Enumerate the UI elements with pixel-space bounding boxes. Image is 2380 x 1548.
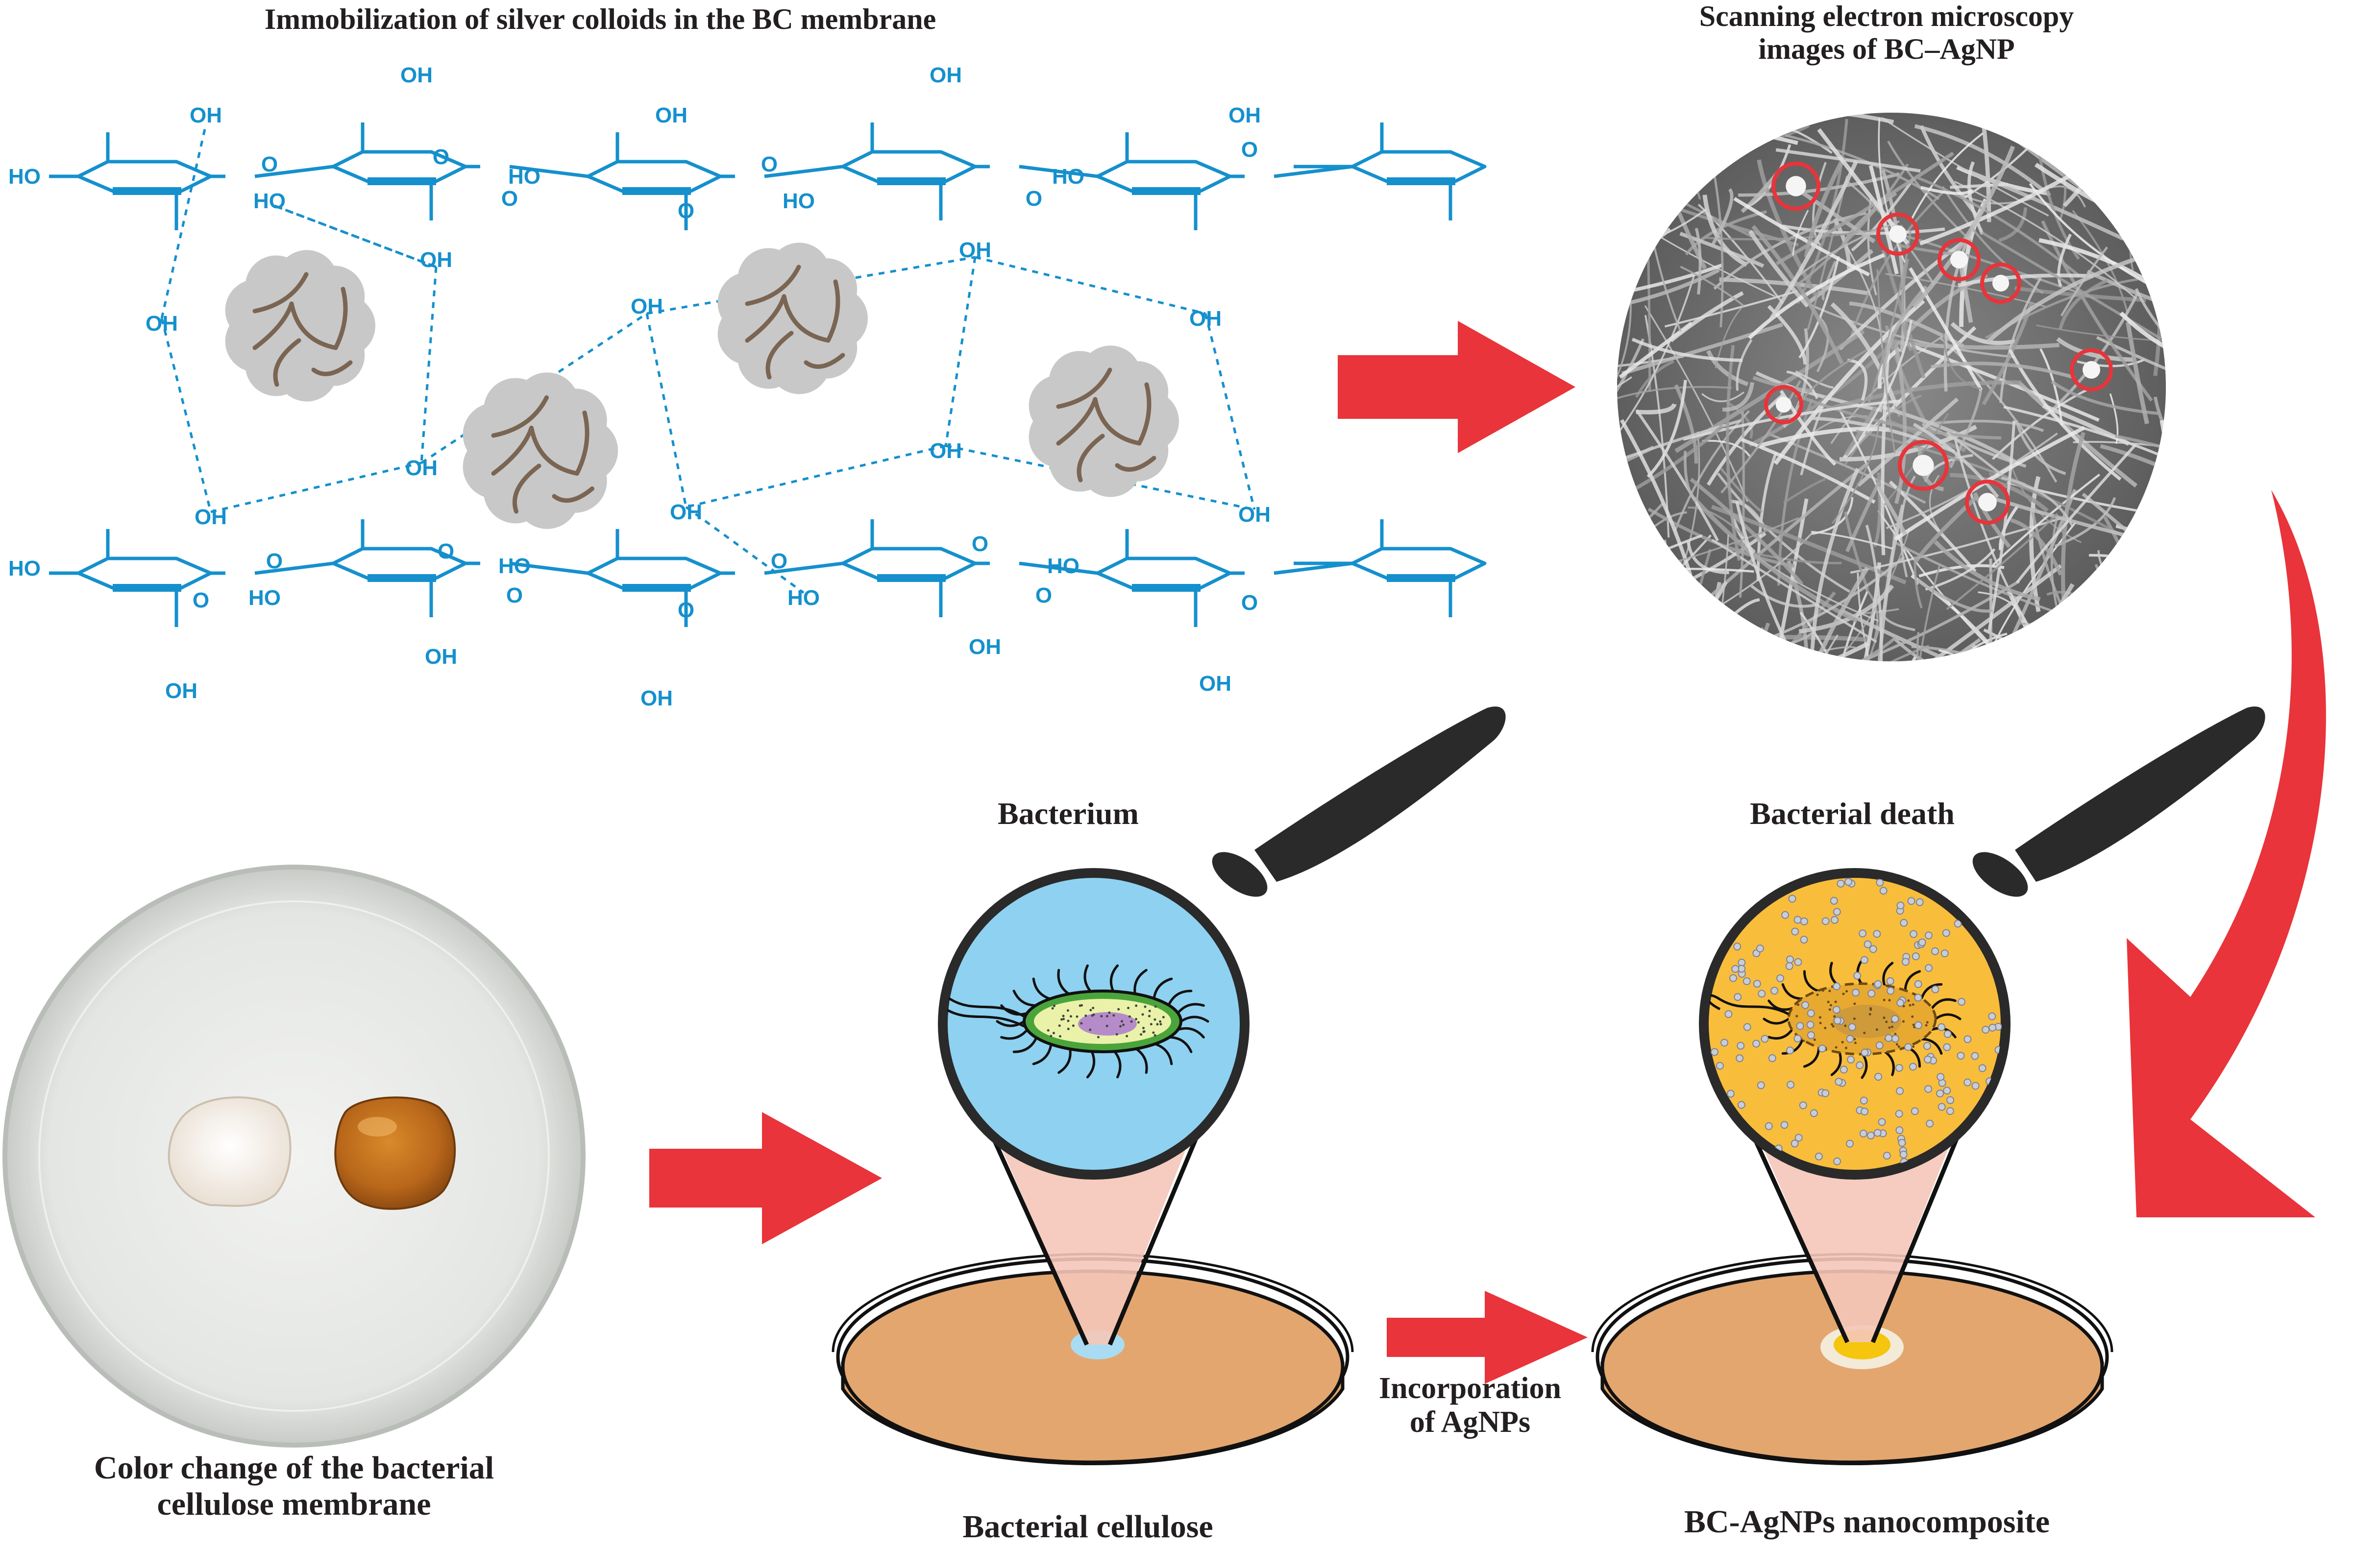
nanoparticle-marker xyxy=(1898,440,1949,491)
nanoparticle-marker xyxy=(1938,238,1981,281)
hydroxyl-label: HO xyxy=(1047,554,1080,578)
arrow-right-middle xyxy=(649,1112,882,1244)
hydroxyl-label: OH xyxy=(655,103,687,127)
magnifier-handle xyxy=(1254,706,1506,882)
incorporation-line1: Incorporation xyxy=(1379,1372,1561,1405)
hydroxyl-label: OH xyxy=(146,312,178,336)
cellulose-chain-lower xyxy=(49,519,1487,627)
hydroxyl-label: HO xyxy=(783,189,815,213)
arrow-right-bottom xyxy=(1387,1291,1588,1384)
hydroxyl-label: OH xyxy=(405,456,438,480)
hydroxyl-label: OH xyxy=(631,294,663,318)
silver-colloid xyxy=(463,372,618,529)
hydroxyl-label: HO xyxy=(1052,165,1084,189)
incorporation-label: Incorporation of AgNPs xyxy=(1343,1372,1597,1440)
oxygen-atom-label: O xyxy=(438,539,454,563)
silver-colloids xyxy=(225,242,1179,529)
oxygen-atom-label: O xyxy=(261,152,278,176)
nanoparticle-marker xyxy=(2070,348,2113,391)
petri-dish-photo xyxy=(2,865,586,1448)
nanoparticle-marker xyxy=(1876,213,1919,256)
oxygen-atom-label: O xyxy=(266,549,283,573)
nanoparticle-marker xyxy=(1771,162,1820,211)
hydroxyl-label: HO xyxy=(248,586,281,610)
hydroxyl-label: HO xyxy=(253,189,286,213)
hydroxyl-label: OH xyxy=(1189,307,1222,331)
oxygen-atom-label: O xyxy=(506,583,523,607)
nanoparticle-marker xyxy=(1980,263,2021,304)
incorporation-line2: of AgNPs xyxy=(1409,1405,1531,1439)
bacterium-label: Bacterium xyxy=(998,796,1139,831)
color-change-line2: cellulose membrane xyxy=(157,1486,431,1522)
hydroxyl-label: HO xyxy=(508,165,540,189)
silver-colloid xyxy=(717,242,868,394)
oxygen-atom-label: O xyxy=(1035,583,1052,607)
hydroxyl-label: OH xyxy=(930,439,962,463)
bacterial-death-label: Bacterial death xyxy=(1750,796,1955,831)
sem-title-line1: Scanning electron microscopy xyxy=(1699,0,2074,32)
oxygen-atom-label: O xyxy=(678,598,694,622)
bc-dish xyxy=(832,1253,1354,1466)
magnifier-bacterium xyxy=(938,706,1506,1180)
sem-title: Scanning electron microscopy images of B… xyxy=(1578,0,2195,66)
bc-membrane-white xyxy=(168,1096,292,1207)
oxygen-atom-label: O xyxy=(433,145,449,169)
arrow-curved-down xyxy=(2127,490,2326,1217)
hydroxyl-label: OH xyxy=(400,63,433,87)
oxygen-atom-label: O xyxy=(1241,138,1258,162)
hydroxyl-label: HO xyxy=(8,165,41,189)
hydroxyl-label: OH xyxy=(1238,503,1271,527)
oxygen-atom-label: O xyxy=(1241,591,1258,615)
hydroxyl-label: OH xyxy=(930,63,962,87)
hydroxyl-label: OH xyxy=(969,635,1001,659)
bacterial-cellulose-label: Bacterial cellulose xyxy=(962,1509,1213,1545)
nanoparticle-marker xyxy=(1965,480,2010,525)
hydroxyl-label: OH xyxy=(425,645,457,669)
color-change-caption: Color change of the bacterial cellulose … xyxy=(0,1450,588,1523)
nanocomposite-label: BC-AgNPs nanocomposite xyxy=(1684,1504,2050,1540)
hydroxyl-label: OH xyxy=(420,248,452,272)
cellulose-chain-upper xyxy=(49,122,1487,230)
silver-colloid xyxy=(1029,345,1179,497)
nanocomposite-dish xyxy=(1591,1253,2113,1466)
immobilization-title: Immobilization of silver colloids in the… xyxy=(264,3,936,35)
oxygen-atom-label: O xyxy=(771,549,787,573)
hydroxyl-label: OH xyxy=(1228,103,1261,127)
oxygen-atom-label: O xyxy=(1026,187,1042,211)
hydroxyl-label: OH xyxy=(959,238,991,262)
magnifier-death xyxy=(1699,706,2265,1180)
arrow-right-top xyxy=(1338,321,1575,453)
oxygen-atom-label: O xyxy=(761,152,778,176)
hydroxyl-label: OH xyxy=(165,679,197,703)
hydroxyl-label: HO xyxy=(498,554,531,578)
sem-title-line2: images of BC–AgNP xyxy=(1758,33,2015,66)
hydroxyl-label: OH xyxy=(670,500,702,524)
magnifier-handle xyxy=(2015,706,2265,882)
hydroxyl-label: OH xyxy=(195,505,227,529)
nanoparticle-marker xyxy=(1764,385,1803,424)
hydroxyl-label: HO xyxy=(787,586,820,610)
oxygen-atom-label: O xyxy=(972,532,988,556)
hydroxyl-label: OH xyxy=(1199,672,1231,696)
oxygen-atom-label: O xyxy=(193,588,209,612)
sem-image xyxy=(1617,113,2166,661)
hydroxyl-label: OH xyxy=(190,103,222,127)
silver-colloid xyxy=(225,250,375,402)
hydroxyl-label: OH xyxy=(640,686,673,710)
oxygen-atom-label: O xyxy=(501,187,518,211)
hydroxyl-label: HO xyxy=(8,556,41,580)
color-change-line1: Color change of the bacterial xyxy=(94,1450,494,1486)
oxygen-atom-label: O xyxy=(678,199,694,223)
bc-membrane-amber xyxy=(334,1096,456,1210)
